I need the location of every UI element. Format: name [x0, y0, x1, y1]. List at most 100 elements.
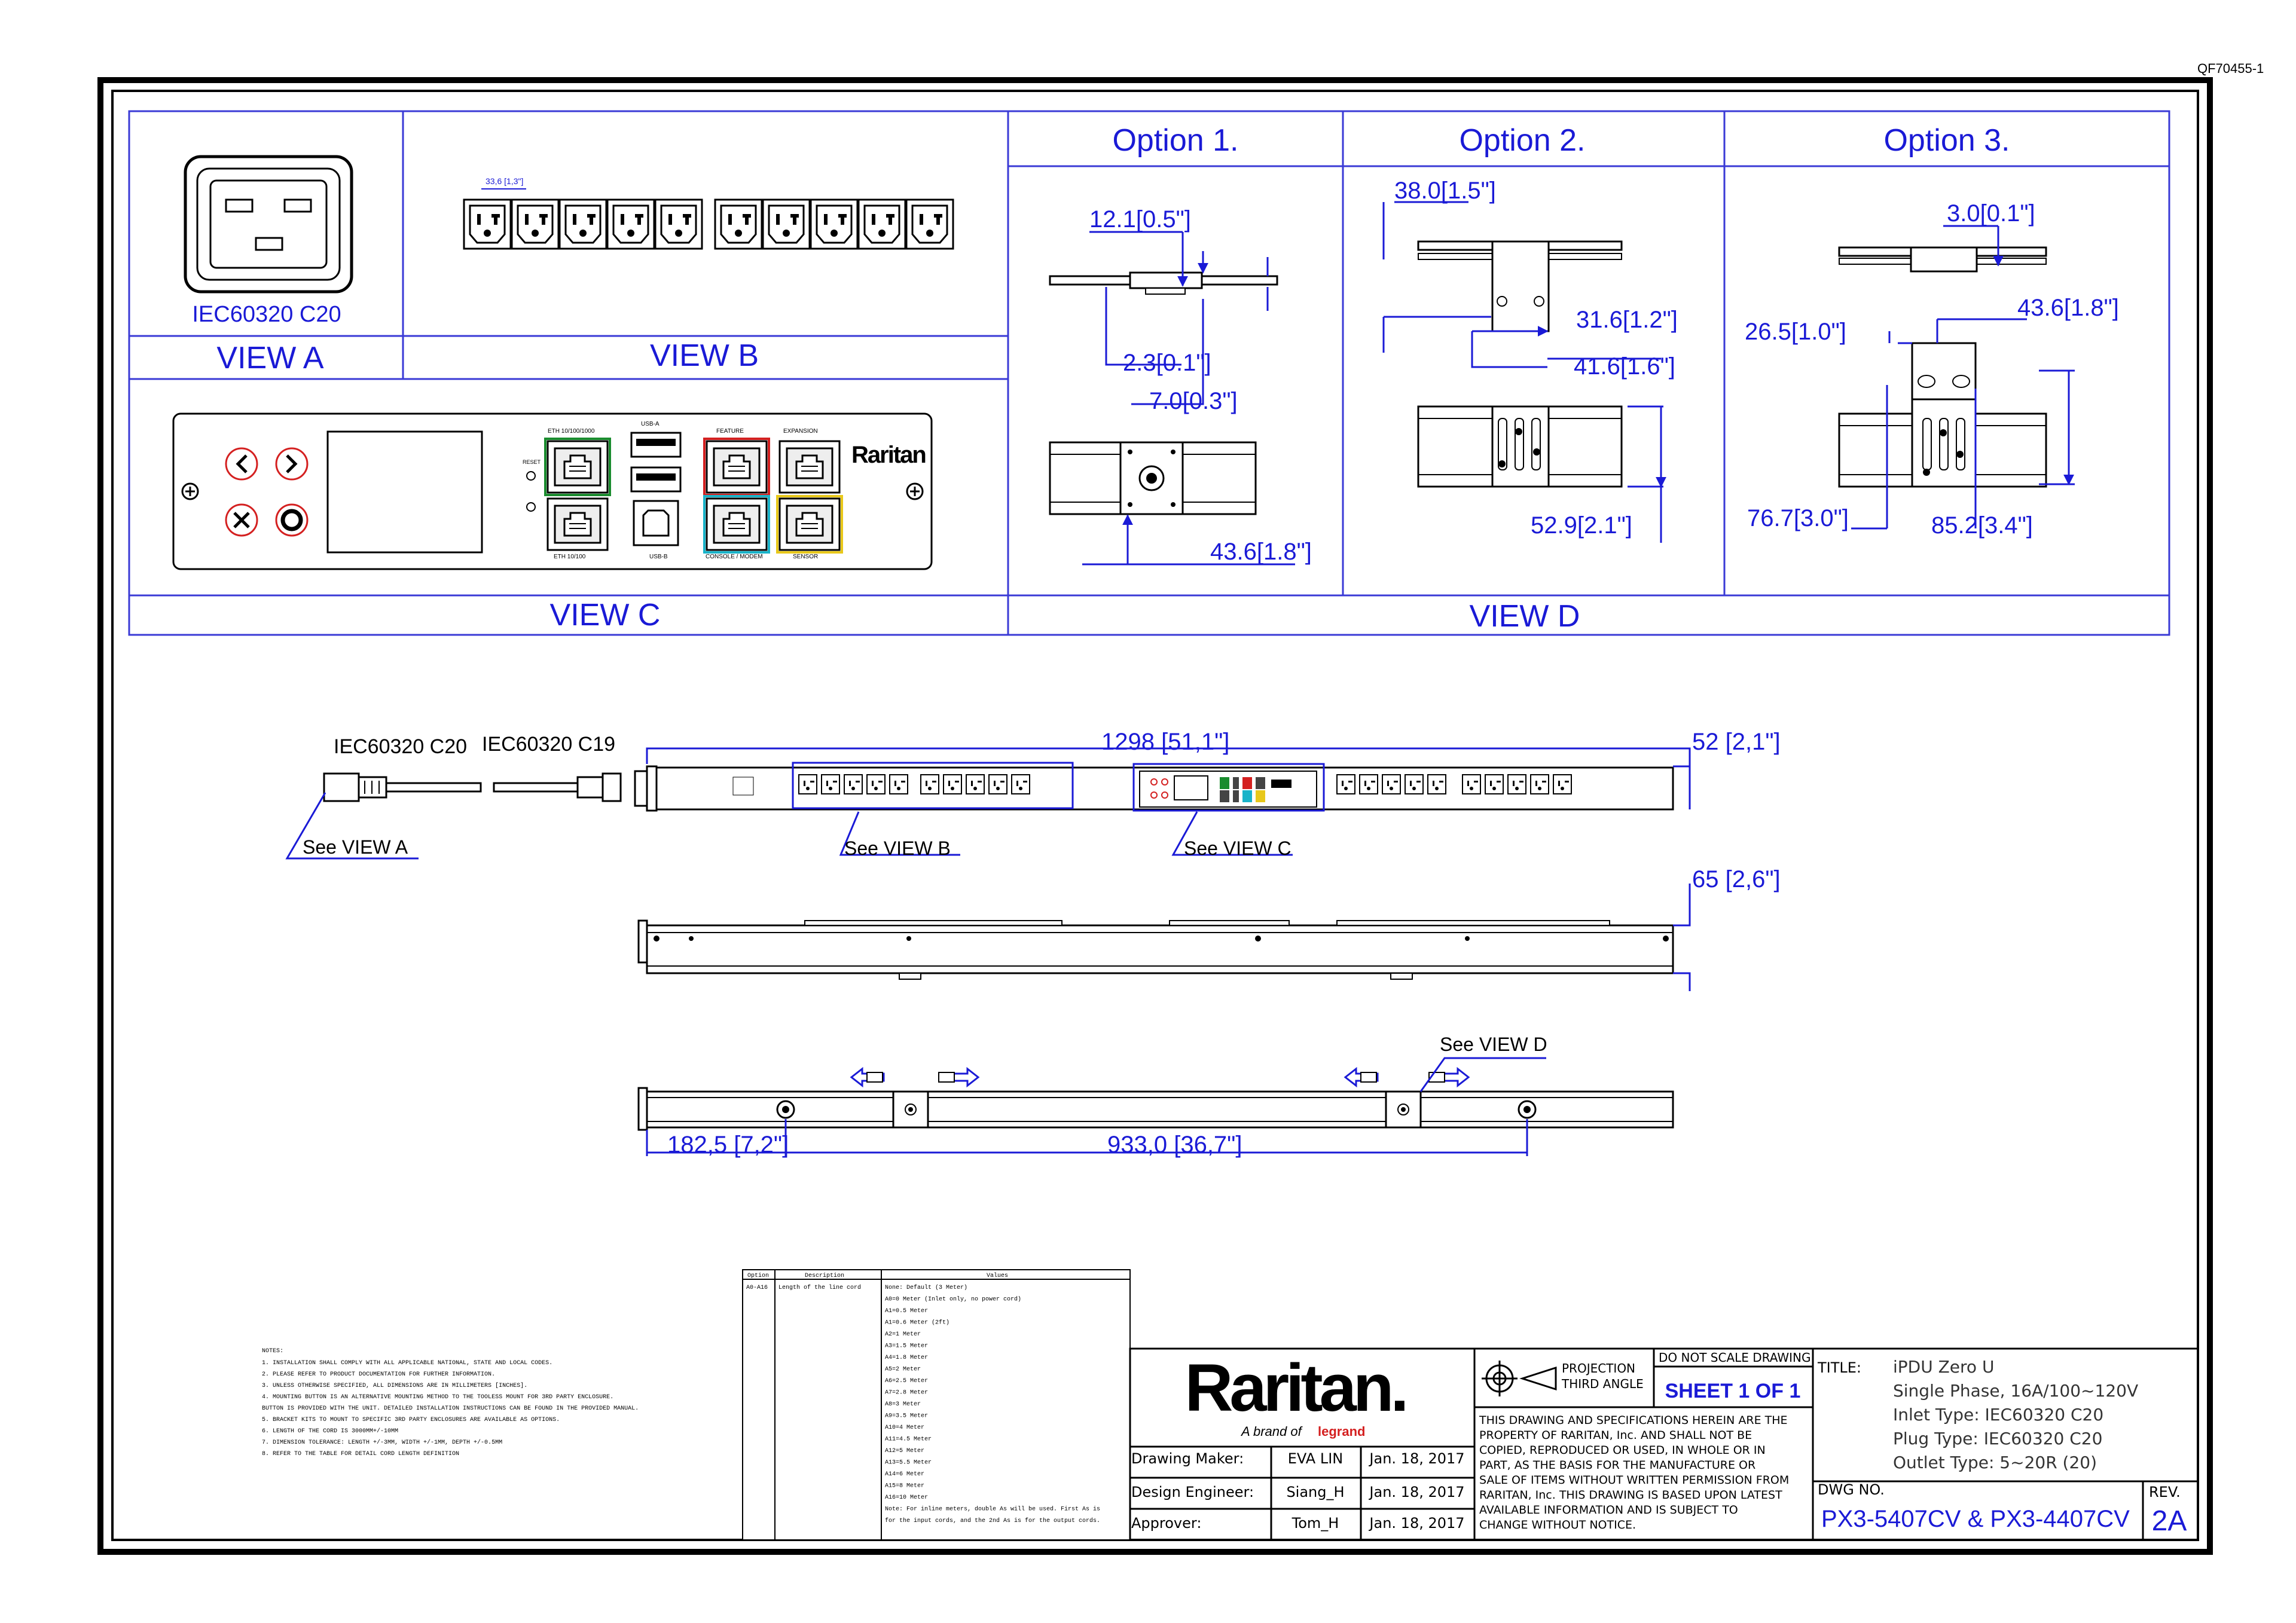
option-1-dim-depth: 7.0[0.3"]	[1149, 388, 1238, 414]
option-3-dim-offset: 26.5[1.0"]	[1745, 319, 1846, 345]
console-modem-port[interactable]	[703, 495, 770, 554]
table-value-row: A1=0.5 Meter	[885, 1308, 928, 1315]
eth1-port[interactable]	[544, 438, 611, 496]
rev-label: REV.	[2149, 1484, 2181, 1500]
see-view-a-callout	[285, 792, 419, 860]
disclaimer-line: THIS DRAWING AND SPECIFICATIONS HEREIN A…	[1479, 1414, 1788, 1427]
view-b-outlet-icon	[606, 198, 655, 250]
see-view-b: See VIEW B	[844, 838, 951, 859]
view-c-label: VIEW C	[550, 598, 661, 632]
view-b-label: VIEW B	[650, 338, 759, 373]
note-line: 8. REFER TO THE TABLE FOR DETAIL CORD LE…	[262, 1451, 459, 1457]
option-2-bracket	[1417, 240, 1623, 488]
mount-screw-right-icon	[906, 482, 924, 500]
option-2-title: Option 2.	[1459, 123, 1585, 158]
view-b-outlet-icon	[511, 198, 560, 250]
usb-a-label: USB-A	[641, 421, 660, 427]
inner-frame	[111, 90, 2199, 1541]
mount-screw-left-icon	[181, 482, 199, 500]
reset-button-icon[interactable]	[526, 471, 536, 481]
note-line: 4. MOUNTING BUTTON IS AN ALTERNATIVE MOU…	[262, 1394, 613, 1401]
feature-label: FEATURE	[716, 428, 744, 435]
title-line: iPDU Zero U	[1893, 1357, 1994, 1377]
title-label: TITLE:	[1817, 1359, 1861, 1376]
front-controller	[1139, 771, 1317, 808]
table-value-row: A4=1.8 Meter	[885, 1355, 928, 1361]
note-line: 5. BRACKET KITS TO MOUNT TO SPECIFIC 3RD…	[262, 1417, 560, 1423]
usb-a-port-1[interactable]	[630, 432, 682, 458]
approver-role: Approver:	[1131, 1515, 1201, 1532]
option-table: Option Description Values A0-A16 Length …	[742, 1269, 1131, 1541]
note-line: BUTTON IS PROVIDED WITH THE UNIT. DETAIL…	[262, 1405, 639, 1412]
table-value-row: A7=2.8 Meter	[885, 1390, 928, 1396]
mount-button-right-icon	[1518, 1100, 1537, 1119]
view-b-outlet-icon	[558, 198, 607, 250]
note-line: 3. UNLESS OTHERWISE SPECIFIED, ALL DIMEN…	[262, 1382, 527, 1389]
view-b-outlet-icon	[810, 198, 859, 250]
view-b-outlet-icon	[463, 198, 512, 250]
logo-tagline: A brand of	[1240, 1424, 1303, 1439]
iec-c20-inlet-icon	[184, 155, 353, 294]
front-dimension-lines	[646, 747, 1691, 856]
approver-date: Jan. 18, 2017	[1368, 1515, 1464, 1532]
table-value-row: A3=1.5 Meter	[885, 1343, 928, 1350]
usb-b-port[interactable]	[633, 500, 679, 546]
cancel-button-icon[interactable]	[225, 503, 258, 537]
slide-arrow-left-1-icon	[850, 1066, 885, 1088]
title-line: Inlet Type: IEC60320 C20	[1893, 1405, 2103, 1425]
expansion-port[interactable]	[778, 440, 841, 494]
option-1-dim-length: 43.6[1.8"]	[1210, 539, 1312, 565]
view-d-label: VIEW D	[1470, 599, 1580, 634]
table-header-option: Option	[747, 1272, 769, 1279]
console-label: CONSOLE / MODEM	[706, 554, 763, 560]
notes-lines: 1. INSTALLATION SHALL COMPLY WITH ALL AP…	[262, 1360, 639, 1457]
option-3-dim-depth: 43.6[1.8"]	[2017, 295, 2119, 321]
left-button-icon[interactable]	[225, 447, 258, 481]
table-value-row: A15=8 Meter	[885, 1483, 924, 1490]
eth2-label: ETH 10/100	[554, 554, 586, 560]
view-b-outlet-row	[463, 198, 954, 250]
option-2-dimension-lines	[1382, 201, 1663, 487]
table-value-row: A8=3 Meter	[885, 1401, 921, 1408]
front-width-dim: 52 [2,1"]	[1692, 729, 1781, 755]
expansion-label: EXPANSION	[783, 428, 818, 435]
sensor-label: SENSOR	[793, 554, 818, 560]
ok-button-icon[interactable]	[275, 503, 309, 537]
inlet-label: IEC60320 C20	[334, 735, 467, 758]
disclaimer-line: RARITAN, Inc. THIS DRAWING IS BASED UPON…	[1479, 1488, 1782, 1502]
right-button-icon[interactable]	[275, 447, 309, 481]
table-header-values: Values	[987, 1272, 1008, 1279]
mount-button-left-icon	[776, 1100, 795, 1119]
cord-label: IEC60320 C19	[482, 733, 615, 756]
reset-label: RESET	[523, 459, 541, 465]
view-a-panel: IEC60320 C20 VIEW A	[184, 155, 353, 375]
power-cord	[323, 772, 622, 802]
usb-a-port-2[interactable]	[630, 466, 682, 493]
disclaimer-line: PART, AS THE BASIS FOR THE MANUFACTURE O…	[1479, 1459, 1755, 1472]
option-2-dim-length: 52.9[2.1"]	[1531, 512, 1632, 539]
view-a-caption: IEC60320 C20	[192, 302, 341, 327]
disclaimer-line: SALE OF ITEMS WITHOUT WRITTEN PERMISSION…	[1479, 1474, 1789, 1487]
table-value-row: A13=5.5 Meter	[885, 1460, 932, 1466]
view-b-outlet-icon	[762, 198, 811, 250]
notes-title: NOTES:	[262, 1348, 283, 1355]
title-line: Plug Type: IEC60320 C20	[1893, 1429, 2102, 1448]
table-value-row: A10=4 Meter	[885, 1425, 924, 1431]
slide-arrow-right-2-icon	[1428, 1066, 1470, 1088]
sensor-port[interactable]	[776, 495, 843, 554]
drawing-maker-date: Jan. 18, 2017	[1368, 1450, 1464, 1467]
feature-port[interactable]	[703, 438, 770, 496]
status-led-icon	[526, 502, 536, 512]
sheet-number: SHEET 1 OF 1	[1665, 1380, 1801, 1402]
disclaimer-line: PROPERTY OF RARITAN, Inc. AND SHALL NOT …	[1479, 1429, 1752, 1442]
table-value-row: A16=10 Meter	[885, 1494, 928, 1501]
projection-label: PROJECTION	[1562, 1361, 1635, 1376]
view-b-outlet-icon	[654, 198, 703, 250]
eth2-port[interactable]	[546, 497, 609, 551]
option-2-dim-height: 31.6[1.2"]	[1576, 307, 1678, 333]
note-line: 1. INSTALLATION SHALL COMPLY WITH ALL AP…	[262, 1360, 552, 1367]
view-b-outlet-icon	[905, 198, 954, 250]
option-3-dimension-lines	[1851, 225, 2075, 530]
table-value-row: A12=5 Meter	[885, 1448, 924, 1454]
